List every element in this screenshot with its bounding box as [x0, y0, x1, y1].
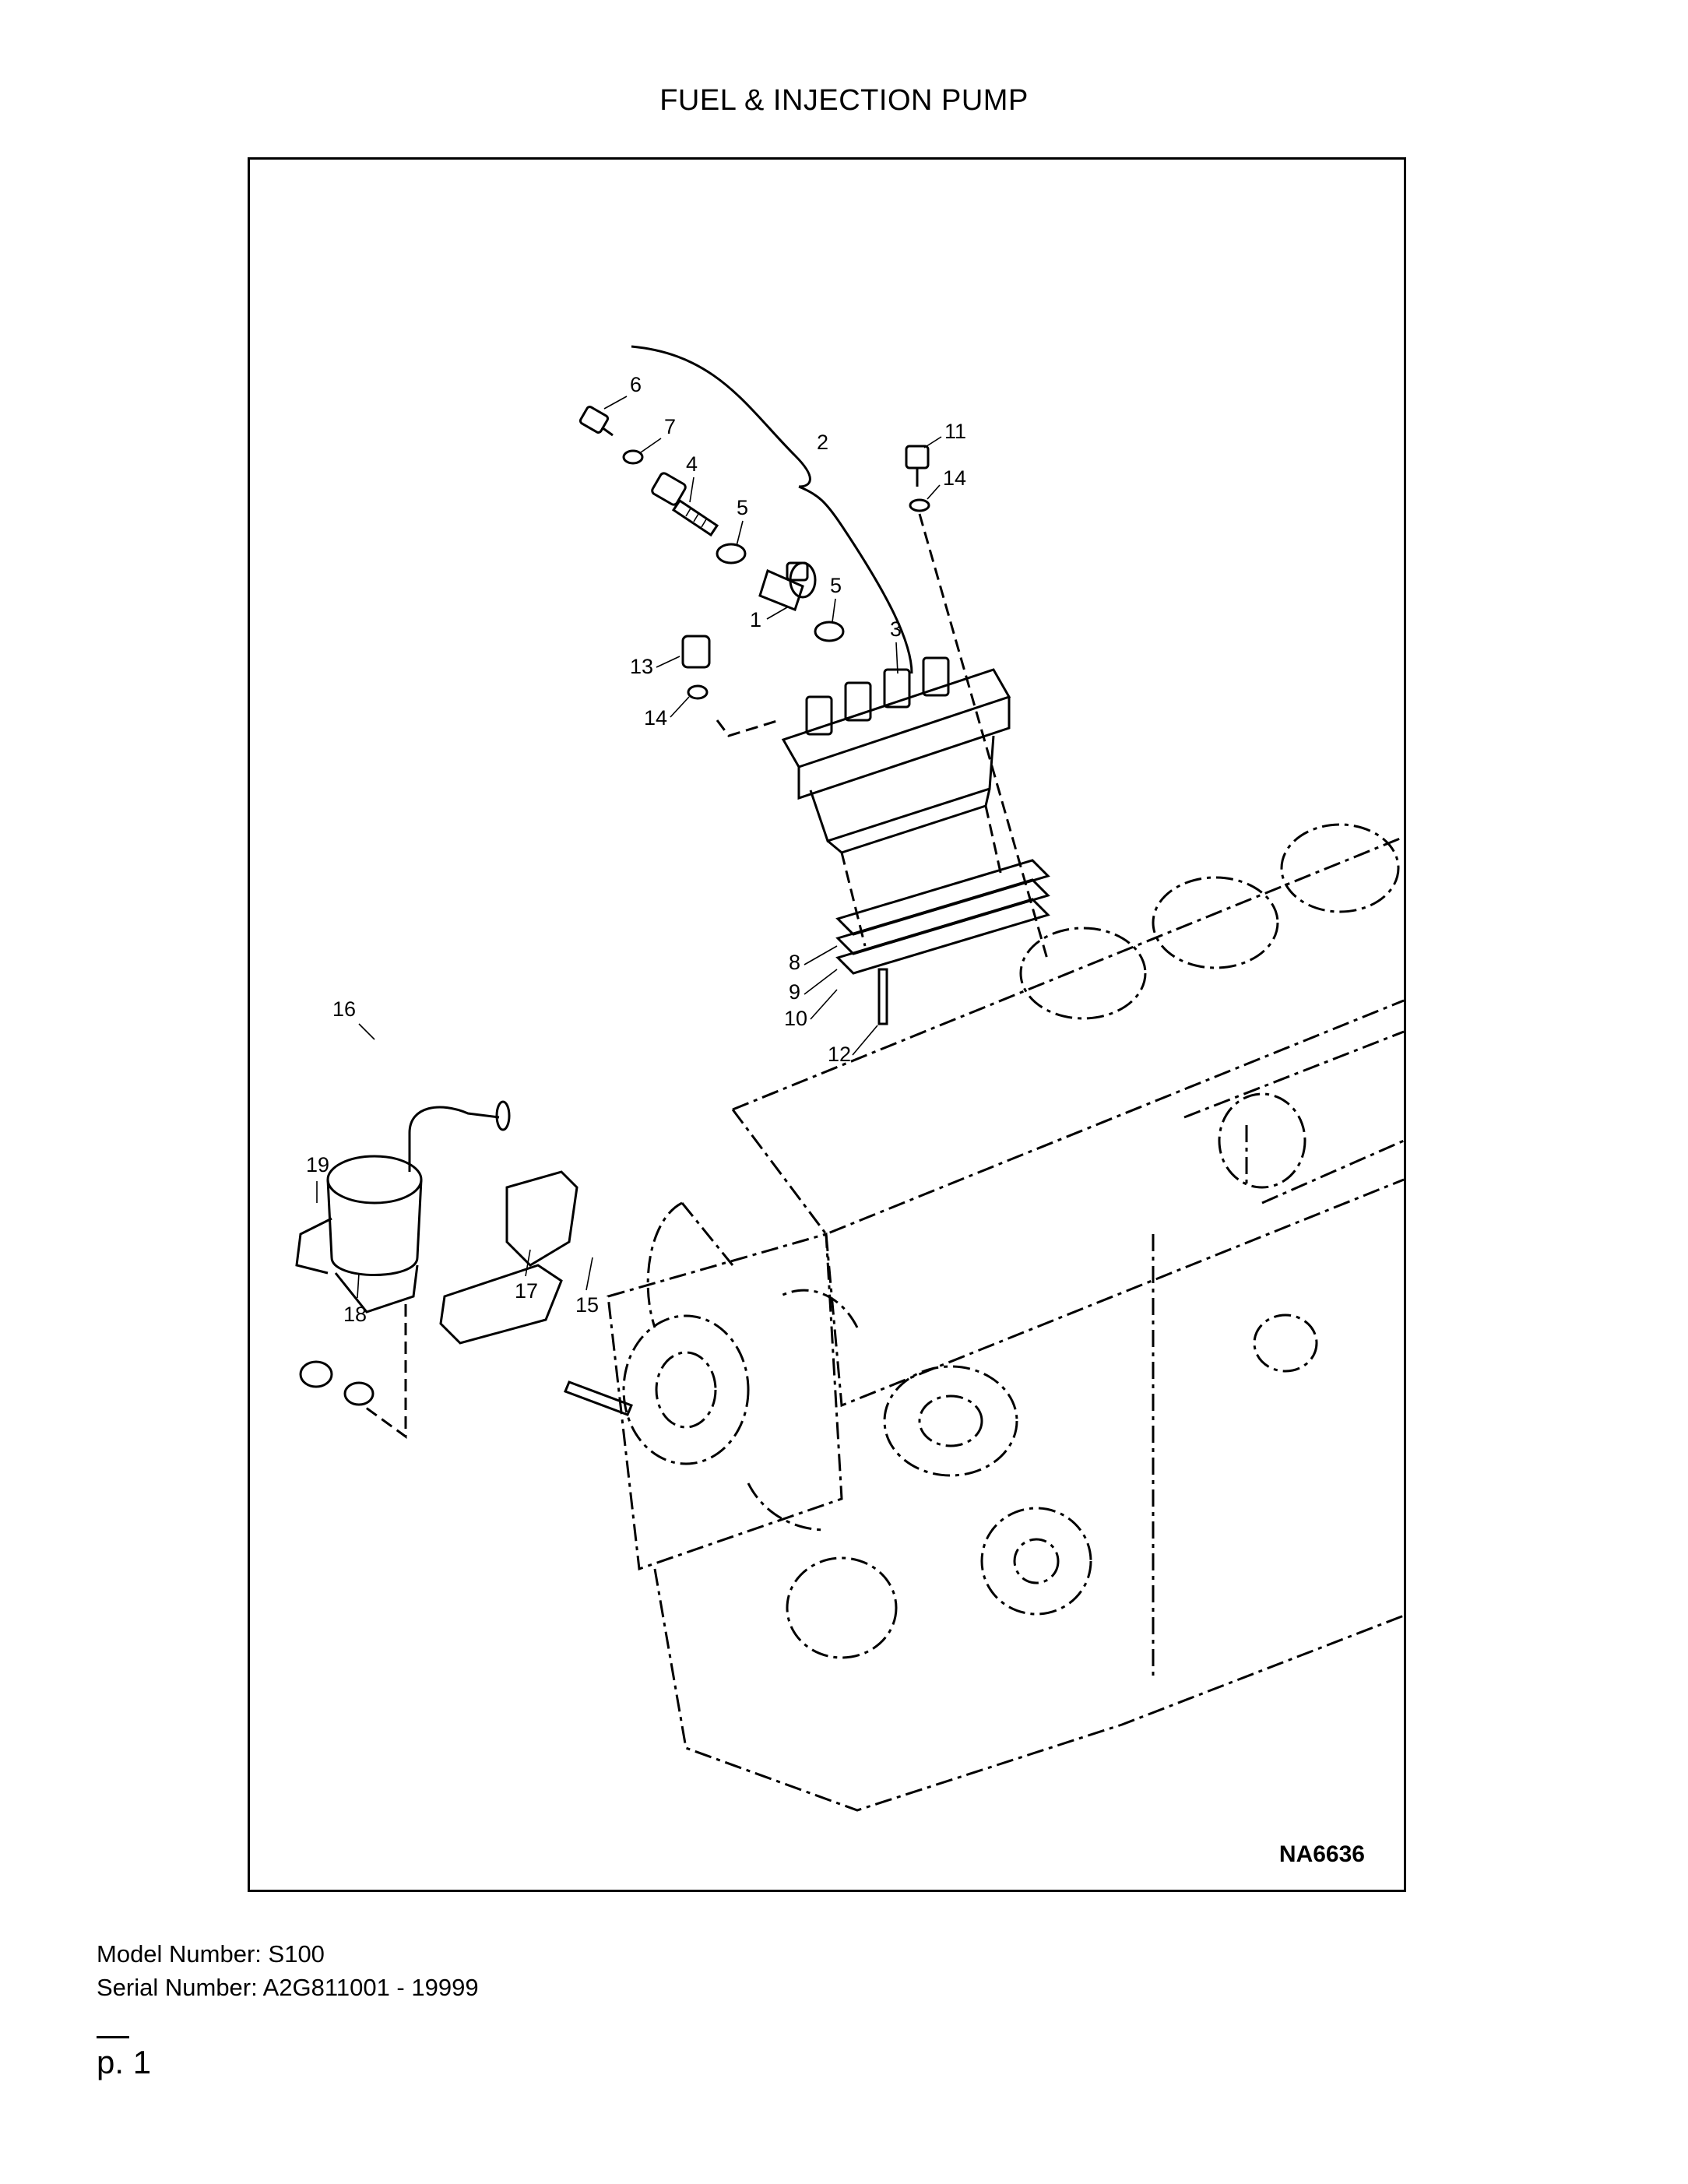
gasket-stack-8-9-10	[835, 859, 1050, 975]
callout-11: 11	[923, 420, 966, 448]
page-number: p. 1	[97, 2044, 152, 2080]
callout-14a: 14	[644, 696, 690, 730]
callout-5b-label: 5	[830, 574, 842, 597]
callout-1: 1	[750, 607, 788, 631]
alignment-line-pump-to-block	[840, 852, 867, 947]
callout-12: 12	[828, 1025, 878, 1066]
part-2-bracket	[631, 345, 913, 674]
part-14-o-ring-right	[909, 498, 930, 512]
part-17-gasket-flange	[439, 1264, 563, 1345]
part-17-gasket	[505, 1170, 578, 1267]
callout-15-label: 15	[575, 1293, 599, 1317]
callout-3-label: 3	[890, 617, 902, 641]
callout-4-label: 4	[686, 452, 698, 476]
alignment-line-pump-right	[984, 805, 1003, 877]
callout-2-label: 2	[817, 431, 828, 454]
callout-5b: 5	[830, 574, 842, 623]
callout-10-label: 10	[784, 1007, 807, 1030]
part-3-injection-pump	[716, 656, 1011, 854]
part-19-nut	[299, 1360, 333, 1388]
callout-7-label: 7	[664, 415, 676, 438]
callout-8-label: 8	[789, 951, 800, 974]
alignment-line-feed-pump	[362, 1304, 407, 1439]
callout-5a: 5	[736, 496, 748, 547]
part-4-hollow-bolt	[651, 472, 719, 537]
page-title: FUEL & INJECTION PUMP	[659, 84, 1029, 117]
callout-17-label: 17	[515, 1279, 538, 1303]
part-7-washer	[622, 449, 644, 465]
callout-11-label: 11	[944, 420, 966, 443]
callout-13: 13	[630, 655, 680, 678]
callout-6-label: 6	[630, 373, 642, 396]
callout-8: 8	[789, 945, 838, 974]
callout-16-label: 16	[332, 997, 356, 1021]
callout-13-label: 13	[630, 655, 653, 678]
part-16-feed-pump	[295, 1100, 511, 1314]
callout-5a-label: 5	[737, 496, 748, 519]
part-18-washer	[343, 1381, 375, 1406]
callout-17: 17	[515, 1249, 538, 1303]
callout-19: 19	[306, 1153, 329, 1203]
diagram-frame: 1 2 3 4 5 5 6 7 8	[248, 157, 1406, 1892]
serial-number: Serial Number: A2G811001 - 19999	[97, 1974, 479, 2001]
part-6-bolt	[578, 406, 614, 437]
exploded-view-diagram: 1 2 3 4 5 5 6 7 8	[295, 345, 1404, 1812]
part-5-washer-upper	[716, 543, 747, 564]
callout-6: 6	[603, 373, 642, 410]
callout-19-label: 19	[306, 1153, 329, 1176]
part-13-sleeve	[681, 635, 711, 669]
engine-block-reference	[607, 823, 1404, 1812]
callout-14a-label: 14	[644, 706, 667, 730]
part-12-stud	[877, 968, 888, 1025]
callout-7: 7	[640, 415, 676, 453]
model-info: Model Number: S100 Serial Number: A2G811…	[97, 1937, 479, 2004]
alignment-line-bolt-to-block	[918, 513, 1050, 962]
callout-14b: 14	[927, 466, 966, 500]
page-number-rule	[97, 2036, 129, 2038]
callout-12-label: 12	[828, 1043, 851, 1066]
callout-2: 2	[817, 431, 828, 454]
part-15-stud	[564, 1380, 633, 1416]
callout-16: 16	[332, 997, 375, 1040]
callout-18-label: 18	[343, 1303, 367, 1326]
part-14-o-ring-left	[687, 684, 709, 700]
callout-10: 10	[784, 989, 838, 1030]
callout-9: 9	[789, 969, 838, 1004]
model-number: Model Number: S100	[97, 1940, 325, 1968]
part-11-bolt	[905, 445, 930, 487]
callout-18: 18	[343, 1272, 367, 1326]
callout-15: 15	[575, 1257, 599, 1317]
callout-1-label: 1	[750, 608, 761, 631]
callout-4: 4	[686, 452, 698, 503]
part-5-washer-lower	[814, 621, 845, 642]
callout-9-label: 9	[789, 980, 800, 1004]
part-1-banjo-fitting	[758, 561, 817, 611]
callout-14b-label: 14	[943, 466, 966, 490]
callout-3: 3	[890, 617, 902, 674]
figure-code: NA6636	[1278, 1841, 1365, 1867]
